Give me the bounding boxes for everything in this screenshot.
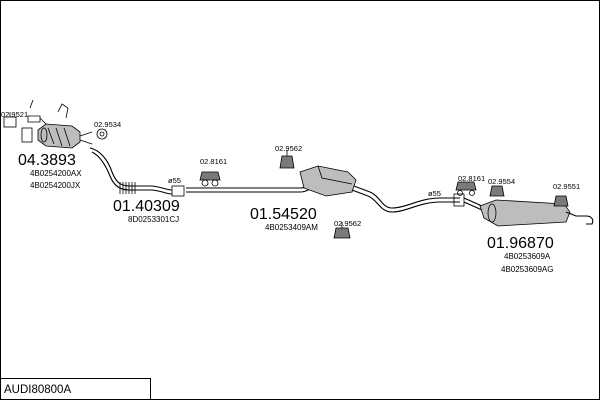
cat-ribs-icon: [47, 127, 71, 147]
flex-section-icon: [119, 182, 136, 194]
size-label-1: ø55: [168, 176, 181, 185]
cat-ref-2: 4B0254200JX: [30, 181, 81, 190]
middle-silencer-body-icon: [299, 165, 357, 197]
diagram-title: AUDI80800A: [4, 384, 71, 396]
rubber-hanger-icon-2: [333, 227, 351, 239]
gasket-02-9534: [96, 128, 108, 140]
rear-silencer-part-number: 01.96870: [487, 235, 554, 252]
cat-left-flange-icon: [27, 99, 41, 123]
gasket-hole-icon: [99, 131, 105, 137]
hanger-ring-icon: [201, 179, 209, 187]
hanger-02-8161-left: [199, 171, 221, 187]
accessory-label-5: 02.9562: [334, 219, 361, 228]
hanger-ring-icon-3: [457, 190, 463, 196]
rear-silencer-ref-1: 4B0253609A: [504, 252, 551, 261]
front-pipe-flange-icon: [171, 185, 185, 197]
middle-silencer-ref-1: 4B0253409AM: [265, 223, 318, 232]
accessory-label-8: 02.9551: [553, 182, 580, 191]
cat-part-number: 04.3893: [18, 152, 76, 169]
front-pipe-path: [89, 147, 173, 191]
cat-outlet: [79, 131, 93, 145]
front-pipe-ref-1: 8D0253301CJ: [128, 215, 179, 224]
rear-clamp-icon: [453, 193, 465, 207]
cat-end-icon: [40, 127, 48, 143]
front-pipe-part-number: 01.40309: [113, 198, 180, 215]
accessory-label-7: 02.9554: [488, 177, 515, 186]
rear-silencer: [453, 193, 594, 227]
size-label-2: ø55: [428, 189, 441, 198]
intermediate-pipe-2: [186, 181, 317, 193]
middle-silencer-part-number: 01.54520: [250, 206, 317, 223]
clamp-02-9521: [3, 112, 17, 128]
hanger-icon-3: [455, 181, 477, 191]
hanger-02-9554: [489, 185, 505, 197]
catalytic-converter: [21, 99, 93, 149]
middle-silencer-seam-icon: [317, 165, 353, 185]
rubber-hanger-icon-4: [553, 195, 569, 207]
hanger-ring-icon-2: [211, 179, 219, 187]
rubber-hanger-icon-3: [489, 185, 505, 197]
accessory-label-4: 02.9562: [275, 144, 302, 153]
gasket-icon: [96, 128, 108, 140]
cat-ref-1: 4B0254200AX: [30, 169, 82, 178]
accessory-label-3: 02.8161: [200, 157, 227, 166]
tail-link-pipe-2: [351, 189, 460, 213]
accessory-label-6: 02.8161: [458, 174, 485, 183]
rear-silencer-body-icon: [479, 199, 571, 227]
hanger-icon: [199, 171, 221, 181]
rubber-hanger-icon: [279, 155, 295, 169]
rear-silencer-end-icon: [487, 203, 497, 223]
hanger-02-8161-right: [455, 181, 477, 196]
rear-inlet-pipe: [463, 197, 483, 211]
cat-bracket-icon: [21, 127, 33, 143]
front-pipe-path-2: [91, 151, 173, 195]
cat-sensor-icon: [57, 103, 69, 119]
rear-silencer-ref-2: 4B0253609AG: [501, 265, 554, 274]
intermediate-pipe: [186, 179, 313, 189]
hanger-02-9562-bottom: [333, 222, 351, 239]
middle-silencer: [299, 165, 460, 213]
accessory-label-2: 02.9534: [94, 120, 121, 129]
hanger-ring-icon-4: [469, 190, 475, 196]
tail-link-pipe: [353, 185, 460, 209]
front-pipe: [89, 147, 185, 197]
tailpipe: [565, 211, 594, 225]
hanger-02-9562-top: [279, 150, 295, 169]
hanger-02-9551: [553, 195, 569, 207]
accessory-label-1: 02.9521: [1, 110, 28, 119]
